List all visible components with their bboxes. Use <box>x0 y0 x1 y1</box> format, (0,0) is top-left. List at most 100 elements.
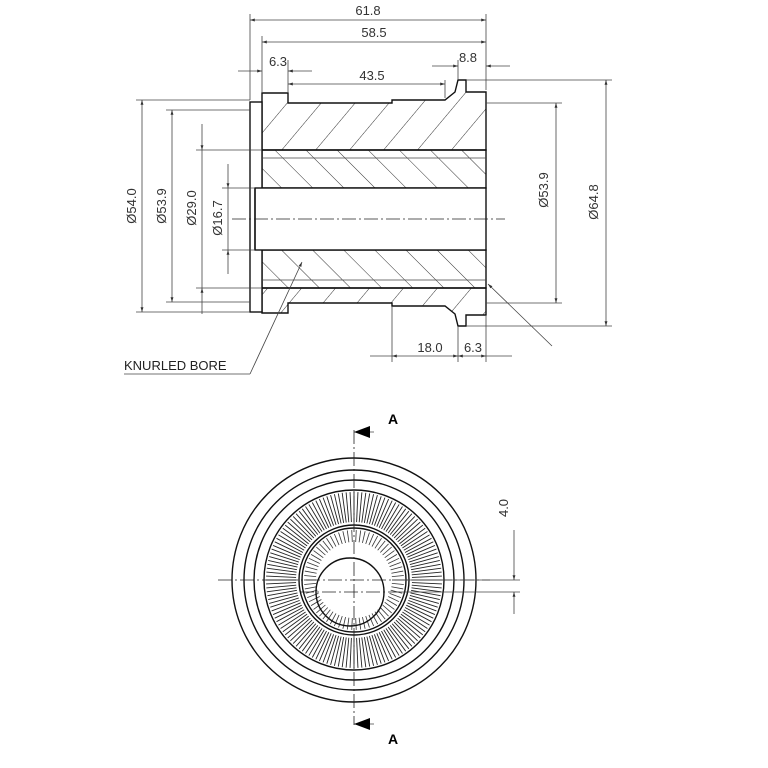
knurl-line <box>395 619 418 642</box>
knurl-line <box>269 594 299 604</box>
inner-knurl-line <box>351 617 353 630</box>
inner-knurl-line <box>362 531 366 544</box>
knurl-line <box>326 635 337 664</box>
inner-knurl-line <box>342 531 346 544</box>
inner-knurl-line <box>384 602 395 610</box>
knurl-line <box>272 545 301 558</box>
inner-knurl-line <box>391 583 404 585</box>
inner-knurl-line <box>346 530 350 543</box>
radial-knurl-lines <box>266 492 442 668</box>
knurl-line <box>399 615 424 636</box>
knurl-line <box>381 502 397 530</box>
knurl-line <box>378 632 393 660</box>
knurl-line <box>282 527 308 547</box>
inner-knurl-line <box>333 533 340 546</box>
knurl-line <box>393 621 416 644</box>
inner-knurl-line <box>304 586 317 590</box>
knurl-line <box>404 537 432 553</box>
knurl-line <box>409 556 439 566</box>
knurl-line <box>371 635 382 664</box>
knurl-line <box>403 534 430 551</box>
inner-knurl-line <box>308 557 320 564</box>
knurl-line <box>268 559 298 568</box>
inner-knurl-line <box>389 592 401 598</box>
knurl-line <box>319 498 332 527</box>
knurl-line <box>345 492 350 523</box>
inner-knurl-line <box>377 540 386 551</box>
inner-knurl-line <box>355 617 357 630</box>
knurl-line <box>315 632 330 660</box>
inner-knurl-line <box>316 546 326 556</box>
knurl-line <box>292 621 315 644</box>
inner-knurl-line <box>391 586 404 590</box>
knurl-line <box>266 582 297 585</box>
knurl-line <box>268 592 298 601</box>
knurl-line <box>305 506 323 532</box>
knurl-line <box>411 575 442 578</box>
knurl-line <box>358 637 363 668</box>
knurl-line <box>330 495 340 525</box>
knurl-line <box>315 500 330 528</box>
inner-knurl-line <box>358 617 362 630</box>
dim-overall-length: 61.8 <box>355 3 380 18</box>
end-view: A A 4.0 <box>218 411 520 747</box>
knurl-line <box>274 604 302 619</box>
inner-knurl-line <box>391 570 404 574</box>
inner-knurl-line <box>384 550 395 558</box>
knurl-line <box>322 634 335 663</box>
knurl-line <box>411 567 442 573</box>
inner-knurl-line <box>338 616 343 628</box>
knurl-line <box>404 607 432 623</box>
knurl-line <box>376 633 389 662</box>
section-label-top: A <box>388 411 398 427</box>
inner-knurl-line <box>379 543 389 553</box>
knurl-line <box>387 626 407 652</box>
knurl-line <box>287 617 311 639</box>
knurl-line <box>330 635 340 665</box>
inner-knurl-line <box>338 532 343 544</box>
dim-dia-flange: Ø64.8 <box>586 184 601 219</box>
knurl-line <box>333 494 342 524</box>
knurl-line <box>363 636 371 667</box>
inner-knurl-line <box>308 596 320 603</box>
knurl-line <box>378 500 393 528</box>
knurl-line <box>284 615 309 636</box>
knurl-line <box>278 609 305 626</box>
lower-sleeve-section <box>261 249 487 289</box>
knurl-line <box>266 567 297 573</box>
knurl-line <box>280 611 306 629</box>
vertical-dimensions-right: Ø53.9 Ø64.8 <box>466 79 612 327</box>
knurl-line <box>389 625 410 650</box>
vertical-dimensions-left: Ø54.0 Ø53.9 Ø29.0 Ø16.7 <box>124 99 262 314</box>
knurl-line <box>391 623 413 647</box>
knurl-line <box>301 508 321 534</box>
inner-knurl-line <box>329 535 337 547</box>
knurl-line <box>411 587 442 593</box>
inner-knurl-line <box>368 614 375 627</box>
knurl-line <box>270 597 299 608</box>
dim-dia-bore: Ø16.7 <box>210 200 225 235</box>
dim-shoulder-width: 8.8 <box>459 50 477 65</box>
inner-knurl-line <box>374 538 382 549</box>
inner-knurl-line <box>388 557 400 564</box>
knurl-line <box>267 589 298 597</box>
inner-knurl-line <box>322 609 331 620</box>
inner-knurl-line <box>329 613 337 625</box>
inner-knurl-line <box>319 543 329 553</box>
knurl-line <box>345 637 350 668</box>
knurl-line <box>308 629 325 656</box>
inner-knurl-line <box>355 530 357 543</box>
inner-knurl-line <box>319 607 329 617</box>
knurl-line <box>356 492 359 523</box>
dim-dia-body-left: Ø53.9 <box>154 188 169 223</box>
knurl-line <box>270 552 299 563</box>
inner-knurl-line <box>382 604 392 614</box>
inner-knurl-line <box>305 566 318 571</box>
inner-knurl-line <box>322 540 331 551</box>
dim-dia-outer-left: Ø54.0 <box>124 188 139 223</box>
inner-knurl-line <box>333 614 340 627</box>
lower-body-section <box>261 287 487 327</box>
knurl-line <box>391 513 413 537</box>
knurl-line <box>407 602 436 615</box>
